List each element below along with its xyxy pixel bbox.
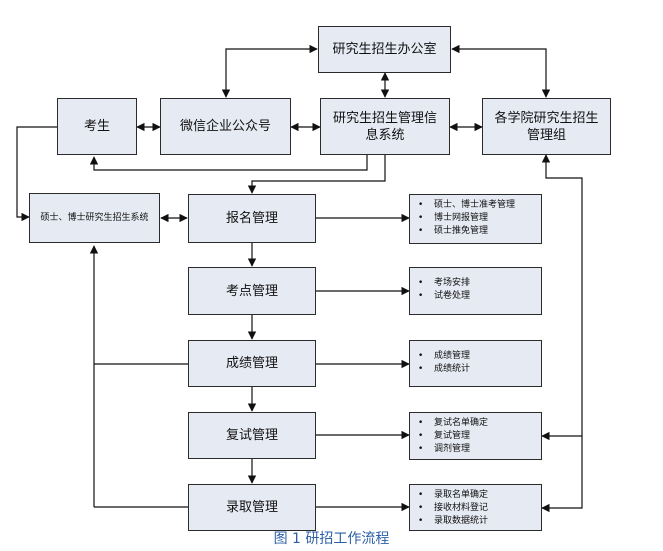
wechat-box: 微信企业公众号 xyxy=(160,98,291,155)
list-item: 成绩管理 xyxy=(416,350,535,363)
mis-label: 研究生招生管理信息系统 xyxy=(332,110,437,143)
list-item: 接收材料登记 xyxy=(416,502,535,515)
detail-list-exam-site: 考场安排 试卷处理 xyxy=(409,267,542,315)
stage-label: 复试管理 xyxy=(225,428,278,443)
office-label: 研究生招生办公室 xyxy=(332,42,437,57)
list-item: 复试管理 xyxy=(416,430,535,443)
detail-list-registration: 硕士、博士准考管理 博士网报管理 硕士推免管理 xyxy=(409,194,542,244)
arrow-colleges-list4 xyxy=(541,154,583,441)
list-item: 调剂管理 xyxy=(416,443,535,456)
stage-box-registration: 报名管理 xyxy=(188,194,316,243)
arrow-mis-enroll xyxy=(247,154,386,194)
colleges-label: 各学院研究生招生管理组 xyxy=(494,110,599,143)
list-item: 复试名单确定 xyxy=(416,417,535,430)
mis-box: 研究生招生管理信息系统 xyxy=(320,98,450,155)
stage-label: 报名管理 xyxy=(225,211,278,226)
list-item: 博士网报管理 xyxy=(416,212,535,225)
list-item: 录取名单确定 xyxy=(416,489,535,502)
enroll-system-label: 硕士、博士研究生招生系统 xyxy=(40,213,149,223)
detail-list-admission: 录取名单确定 接收材料登记 录取数据统计 xyxy=(409,484,542,531)
stage-box-retest: 复试管理 xyxy=(188,412,316,459)
arrow-candidate-system xyxy=(16,126,57,222)
stage-box-exam-site: 考点管理 xyxy=(188,267,316,315)
stage-label: 录取管理 xyxy=(225,500,278,515)
wechat-label: 微信企业公众号 xyxy=(179,119,271,134)
stage-label: 成绩管理 xyxy=(225,356,278,371)
detail-list-retest: 复试名单确定 复试管理 调剂管理 xyxy=(409,412,542,460)
colleges-box: 各学院研究生招生管理组 xyxy=(482,98,611,155)
stage-label: 考点管理 xyxy=(225,283,278,299)
enroll-system-box: 硕士、博士研究生招生系统 xyxy=(29,193,160,243)
list-item: 硕士、博士准考管理 xyxy=(416,199,535,212)
list-item: 成绩统计 xyxy=(416,363,535,376)
arrow-office-colleges xyxy=(451,44,551,98)
candidate-box: 考生 xyxy=(57,98,137,155)
arrow-colleges-list5 xyxy=(541,436,583,513)
list-item: 硕士推免管理 xyxy=(416,225,535,238)
stage-box-scores: 成绩管理 xyxy=(188,340,316,387)
office-box: 研究生招生办公室 xyxy=(318,26,451,73)
list-item: 考场安排 xyxy=(416,277,535,290)
list-item: 录取数据统计 xyxy=(416,515,535,528)
arrow-office-wechat xyxy=(221,44,318,98)
figure-caption: 图 1 研招工作流程 xyxy=(273,531,390,547)
detail-list-scores: 成绩管理 成绩统计 xyxy=(409,340,542,387)
list-item: 试卷处理 xyxy=(416,290,535,303)
candidate-label: 考生 xyxy=(83,119,110,134)
stage-box-admission: 录取管理 xyxy=(188,484,316,531)
arrow-mis-candidate xyxy=(89,154,368,171)
